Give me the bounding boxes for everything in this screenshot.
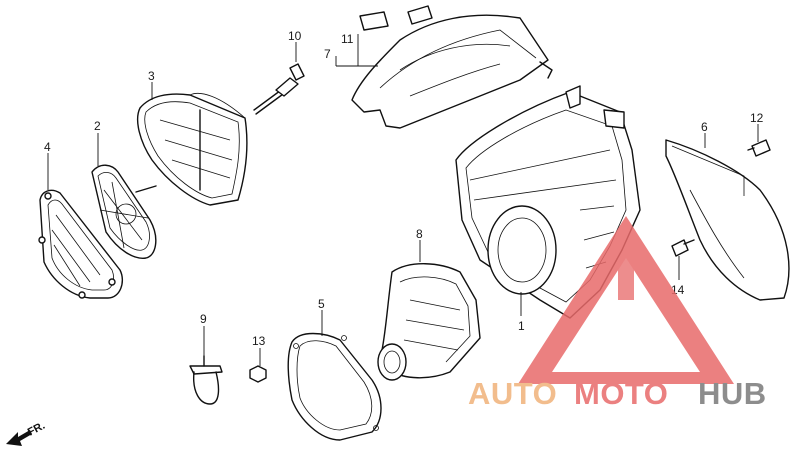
watermark-logo: AUTO MOTO HUB — [468, 216, 767, 411]
part-1-case — [455, 85, 641, 319]
part-5-gasket — [287, 332, 382, 441]
callout-labels: 1 2 3 4 5 6 7 8 9 10 11 12 13 14 — [44, 29, 764, 348]
watermark-text-auto: AUTO — [468, 376, 557, 411]
callout-8: 8 — [416, 227, 423, 241]
direction-label: FR. — [26, 420, 47, 439]
part-3-filter — [136, 92, 248, 206]
part-8-tube — [377, 263, 481, 381]
watermark-triangle-icon — [518, 216, 734, 384]
callout-12: 12 — [750, 111, 764, 125]
callout-11: 11 — [341, 32, 354, 46]
callout-10: 10 — [288, 29, 302, 43]
callout-9: 9 — [200, 312, 207, 326]
callout-13: 13 — [252, 334, 266, 348]
part-13-nut — [249, 365, 267, 383]
callout-1: 1 — [518, 319, 525, 333]
part-6-cover — [665, 139, 790, 301]
part-7-cover — [351, 5, 553, 129]
leader-lines — [47, 34, 759, 366]
callout-2: 2 — [94, 119, 101, 133]
part-14-bolt — [671, 239, 695, 257]
callout-3: 3 — [148, 69, 155, 83]
part-10-bolt — [253, 63, 305, 115]
part-9-clamp — [189, 355, 223, 405]
part-2-holder — [91, 164, 157, 259]
front-direction-indicator: FR. — [6, 420, 47, 446]
callout-6: 6 — [701, 120, 708, 134]
part-12-bolt — [747, 139, 771, 157]
callout-4: 4 — [44, 140, 51, 154]
arrow-icon — [6, 430, 32, 446]
callout-7: 7 — [324, 47, 331, 61]
part-4-frame — [38, 189, 124, 299]
watermark-text-hub: HUB — [698, 376, 767, 411]
watermark-text-moto: MOTO — [574, 376, 668, 411]
callout-5: 5 — [318, 297, 325, 311]
